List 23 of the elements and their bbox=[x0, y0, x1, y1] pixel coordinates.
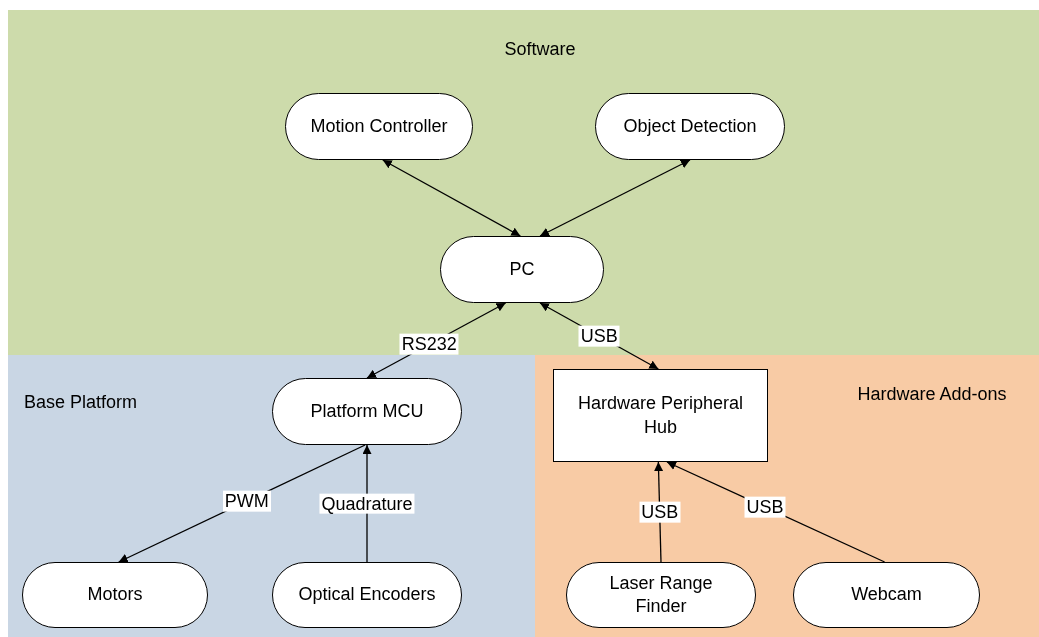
region-title: Base Platform bbox=[24, 392, 138, 413]
rounded-node: Motion Controller bbox=[285, 93, 473, 160]
edge-label: RS232 bbox=[399, 333, 459, 355]
edge-label: USB bbox=[578, 325, 620, 347]
arrow bbox=[539, 159, 691, 237]
process-box: Hardware Peripheral Hub bbox=[553, 369, 768, 462]
rounded-node: Object Detection bbox=[595, 93, 785, 160]
arrow bbox=[382, 159, 521, 237]
edge-label: USB bbox=[744, 496, 786, 518]
region-panel bbox=[535, 355, 1039, 637]
rounded-node: Webcam bbox=[793, 562, 980, 628]
rounded-node: Optical Encoders bbox=[272, 562, 462, 628]
edge-label: Quadrature bbox=[319, 493, 415, 514]
region-panel bbox=[8, 10, 1039, 355]
rounded-node: Motors bbox=[22, 562, 208, 628]
region-title: Hardware Add-ons bbox=[857, 384, 1007, 405]
edge-label: PWM bbox=[222, 490, 271, 512]
region-panel bbox=[8, 355, 535, 637]
edge-label: USB bbox=[639, 501, 681, 523]
rounded-node: PC bbox=[440, 236, 604, 303]
region-title: Software bbox=[504, 39, 576, 60]
rounded-node: Platform MCU bbox=[272, 378, 462, 445]
rounded-node: Laser Range Finder bbox=[566, 562, 756, 628]
